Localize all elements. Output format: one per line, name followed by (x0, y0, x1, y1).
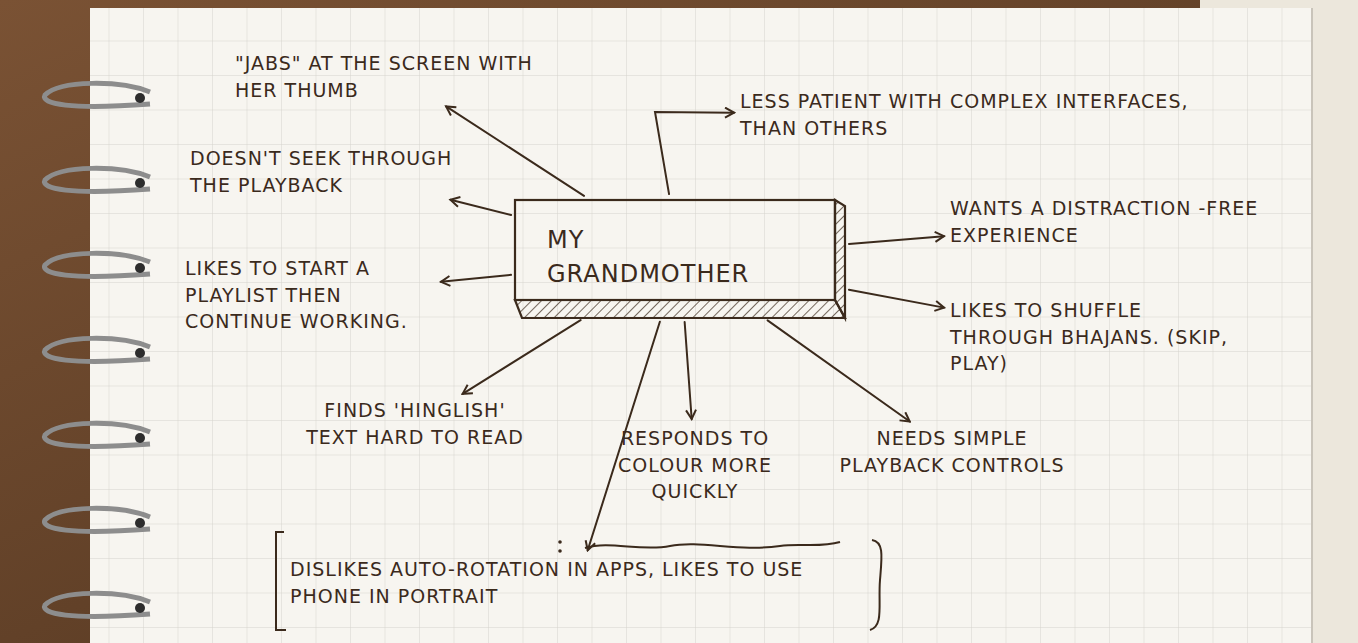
note-text: WANTS A DISTRACTION -FREE EXPERIENCE (950, 195, 1290, 248)
box-title: MY GRANDMOTHER (547, 224, 749, 291)
note-text: LIKES TO SHUFFLE THROUGH BHAJANS. (SKIP,… (950, 297, 1250, 377)
arrow-connector (463, 320, 581, 394)
note-text: "JABS" AT THE SCREEN WITH HER THUMB (235, 50, 565, 103)
note-text: DISLIKES AUTO-ROTATION IN APPS, LIKES TO… (290, 556, 865, 609)
arrow-connector (768, 320, 910, 421)
wavy-underline (585, 542, 840, 548)
box-3d (515, 200, 845, 318)
box-front (515, 200, 835, 300)
paper (90, 8, 1312, 643)
note-text-block: FINDS 'HINGLISH' TEXT HARD TO READ (295, 397, 535, 450)
note-text: LIKES TO START A PLAYLIST THEN CONTINUE … (185, 255, 435, 335)
arrow-connector (655, 112, 734, 194)
note-text-block: LIKES TO START A PLAYLIST THEN CONTINUE … (185, 255, 435, 335)
note-text-block: RESPONDS TO COLOUR MORE QUICKLY (595, 425, 795, 505)
ring-holes (135, 93, 145, 613)
box-bottom (515, 300, 845, 318)
note-text-block: WANTS A DISTRACTION -FREE EXPERIENCE (950, 195, 1290, 248)
colon-mark (558, 540, 562, 553)
arrow-connector (588, 322, 660, 550)
spiral-rings (44, 83, 150, 616)
note-text: LESS PATIENT WITH COMPLEX INTERFACES, TH… (740, 88, 1210, 141)
arrow-connector (446, 106, 584, 195)
note-text-block: DOESN'T SEEK THROUGH THE PLAYBACK (190, 145, 490, 198)
right-bracket (870, 540, 882, 630)
arrow-connector (685, 322, 692, 419)
grid (90, 8, 1312, 643)
note-text: DOESN'T SEEK THROUGH THE PLAYBACK (190, 145, 490, 198)
box-side (835, 200, 845, 318)
note-text-block: DISLIKES AUTO-ROTATION IN APPS, LIKES TO… (290, 556, 865, 609)
note-text-block: LESS PATIENT WITH COMPLEX INTERFACES, TH… (740, 88, 1210, 141)
central-box: MY GRANDMOTHER (515, 198, 845, 318)
note-text-block: "JABS" AT THE SCREEN WITH HER THUMB (235, 50, 565, 103)
arrow-connector (450, 200, 511, 215)
left-bracket (276, 532, 286, 630)
note-text-block: LIKES TO SHUFFLE THROUGH BHAJANS. (SKIP,… (950, 297, 1250, 377)
arrow-connector (849, 290, 944, 308)
arrow-connector (441, 275, 511, 282)
note-text-block: NEEDS SIMPLE PLAYBACK CONTROLS (822, 425, 1082, 478)
note-text: NEEDS SIMPLE PLAYBACK CONTROLS (822, 425, 1082, 478)
bracket (276, 532, 882, 630)
arrow-connector (849, 236, 944, 244)
page-edge (1311, 8, 1313, 643)
note-text: RESPONDS TO COLOUR MORE QUICKLY (595, 425, 795, 505)
note-text: FINDS 'HINGLISH' TEXT HARD TO READ (295, 397, 535, 450)
